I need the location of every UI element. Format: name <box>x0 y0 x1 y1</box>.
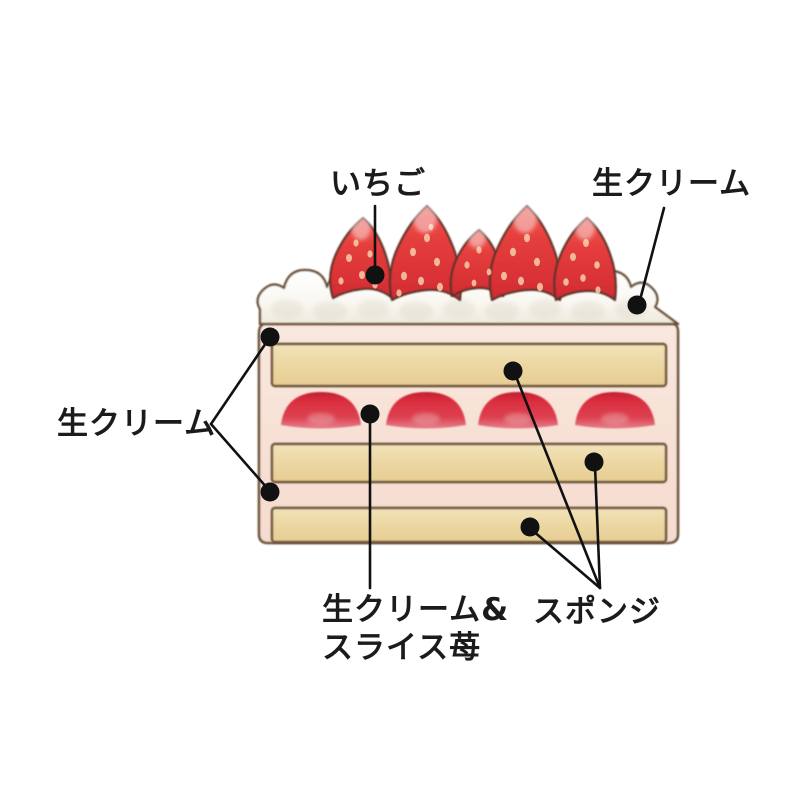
dot-sponge-2 <box>584 452 604 472</box>
leader-cream-left-lower <box>209 422 270 491</box>
sponge-layer-2 <box>270 442 668 484</box>
dot-cream-left-upper <box>260 327 280 347</box>
leader-cream-left-upper <box>209 338 270 426</box>
dot-cream-berry <box>360 404 380 424</box>
strawberry-slices <box>281 392 655 429</box>
label-fresh-cream-and-sliced-strawberry: 生クリーム& スライス苺 <box>322 592 510 666</box>
label-sponge: スポンジ <box>533 594 661 630</box>
sponge-layer-1 <box>270 342 668 388</box>
leader-sponge-2 <box>593 464 602 590</box>
label-fresh-cream-top: 生クリーム <box>592 166 752 202</box>
dot-sponge-3 <box>520 517 540 537</box>
strawberry-halves-top <box>329 203 617 302</box>
leader-dots <box>260 265 647 537</box>
dot-sponge-1 <box>503 361 523 381</box>
leader-cream-top <box>638 206 666 302</box>
dot-ichigo <box>365 265 385 285</box>
label-fresh-cream-left: 生クリーム <box>57 406 217 442</box>
strawberry-seeds <box>338 223 601 297</box>
sponge-layer-3 <box>270 506 668 544</box>
leader-sponge-1 <box>513 372 602 590</box>
leader-sponge-3 <box>530 528 602 590</box>
label-strawberry: いちご <box>330 166 426 202</box>
leader-lines <box>209 204 666 590</box>
dot-cream-left-lower <box>260 482 280 502</box>
cream-and-sliced-strawberry-layer <box>281 392 655 429</box>
dot-cream-top <box>627 295 647 315</box>
